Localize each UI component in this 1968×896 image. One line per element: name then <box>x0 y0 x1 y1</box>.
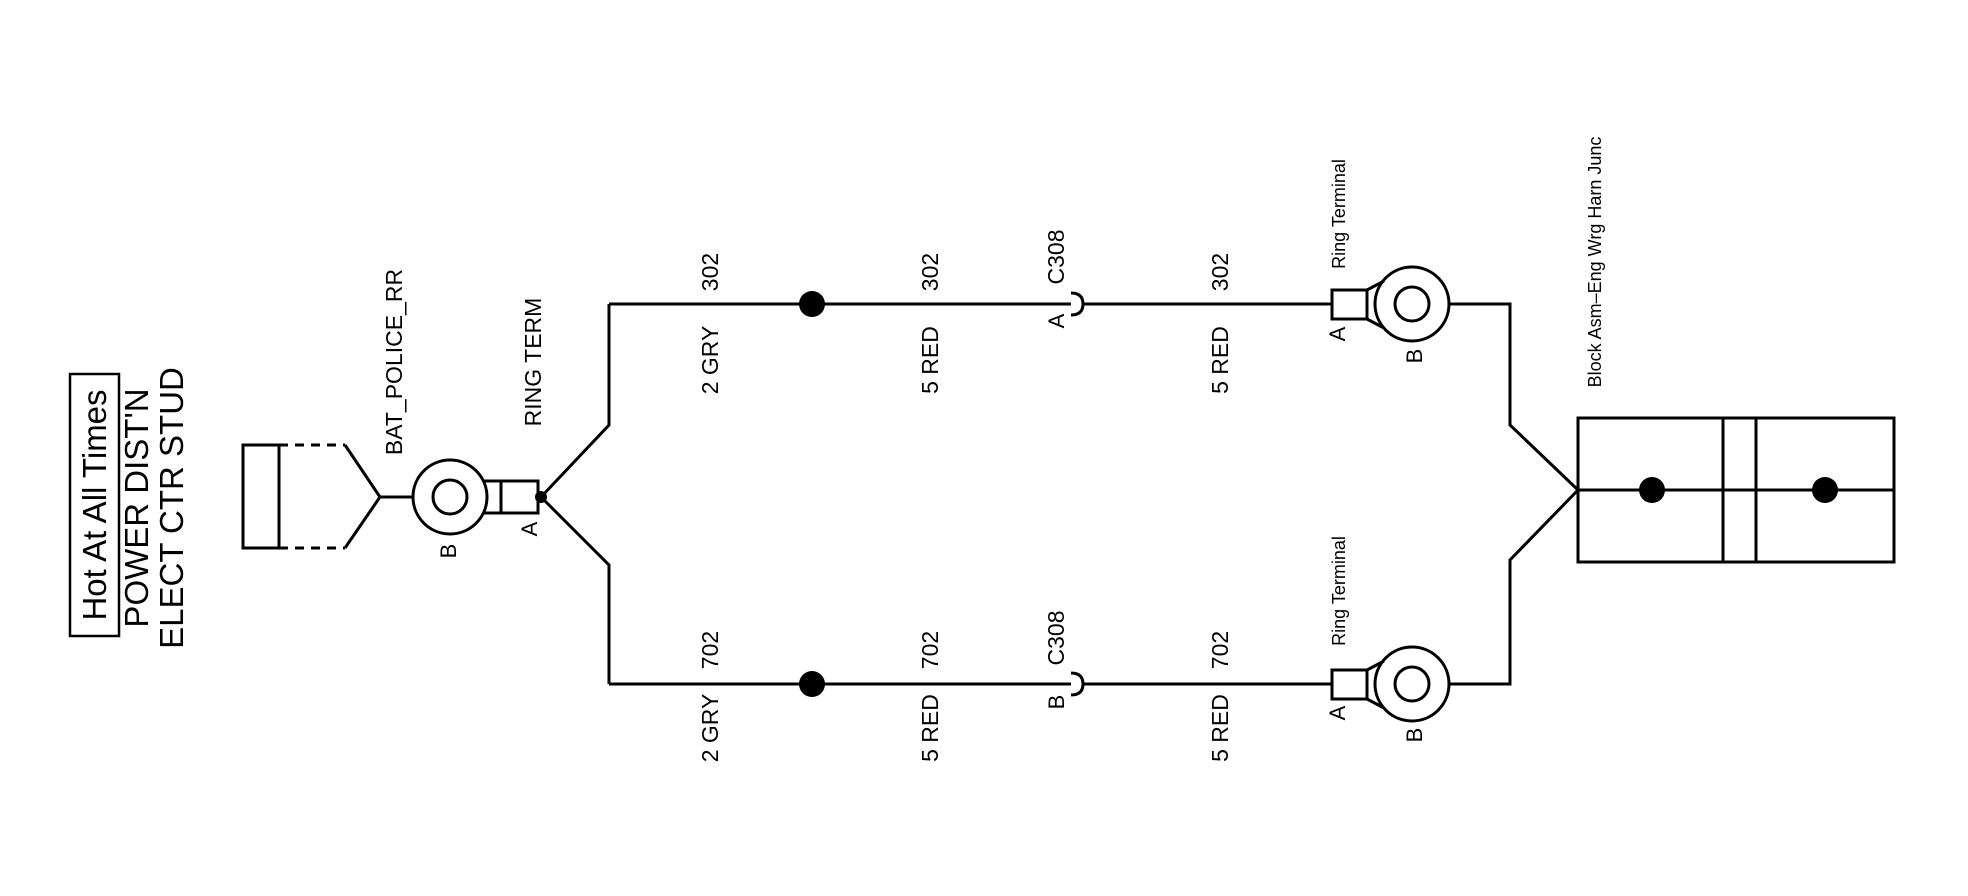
bat-ring-outer <box>411 458 489 536</box>
top-ring-crimp <box>1330 288 1369 321</box>
branch-wire-bottom <box>539 495 611 684</box>
junction-block-splice-right <box>1812 477 1838 503</box>
circuit-302-seg2-num: 302 <box>917 253 943 291</box>
top-ring-pin-b: B <box>1402 349 1427 364</box>
circuit-702-seg3-size: 5 RED <box>1207 694 1233 762</box>
power-stud-dashed-lead <box>279 443 345 550</box>
circuit-302-connector-c308 <box>1070 291 1085 317</box>
source-name-line2: ELECT CTR STUD <box>153 367 190 649</box>
hot-at-all-times-label: Hot At All Times <box>76 389 113 620</box>
circuit-302-connector-label: C308 <box>1043 230 1069 285</box>
junction-block: Block Asm–Eng Wrg Harn Junc <box>1576 137 1896 564</box>
top-ring-inner <box>1393 285 1431 323</box>
circuit-702-seg1-num: 702 <box>697 631 723 669</box>
bottom-ring-terminal: Ring Terminal A B <box>1325 536 1451 743</box>
bat-terminal-name: BAT_POLICE_RR <box>381 269 407 455</box>
bat-ring-term-label: RING TERM <box>520 298 546 427</box>
circuit-302: 2 GRY 302 5 RED 302 C308 A 5 RED 302 <box>609 230 1332 395</box>
circuit-702-splice <box>799 671 825 697</box>
bat-ring-pin-b: B <box>436 544 461 559</box>
circuit-302-seg3-size: 5 RED <box>1207 326 1233 394</box>
power-stud-component: BAT_POLICE_RR <box>241 269 413 550</box>
circuit-302-seg1-size: 2 GRY <box>697 326 723 395</box>
circuit-702-seg1-size: 2 GRY <box>697 694 723 763</box>
junction-lead-bottom <box>1449 488 1580 686</box>
top-ring-outer <box>1373 265 1451 343</box>
circuit-702-connector-label: C308 <box>1043 611 1069 666</box>
bottom-ring-crimp <box>1330 668 1369 701</box>
bat-ring-terminal: B A RING TERM <box>411 298 547 559</box>
hot-at-all-times-box <box>68 372 121 638</box>
bat-ring-pin-a: A <box>517 521 542 536</box>
circuit-302-splice <box>799 291 825 317</box>
source-labels: Hot At All Times POWER DIST'N ELECT CTR … <box>68 367 190 649</box>
bat-ring-inner <box>431 478 469 516</box>
junction-block-splice-left <box>1639 477 1665 503</box>
bottom-ring-outer <box>1373 645 1451 723</box>
power-stud-body <box>241 443 281 550</box>
circuit-702-seg2-size: 5 RED <box>917 694 943 762</box>
circuit-702-seg2-num: 702 <box>917 631 943 669</box>
circuit-302-seg1-num: 302 <box>697 253 723 291</box>
circuit-302-seg3-num: 302 <box>1207 253 1233 291</box>
power-stud-lead <box>343 444 382 549</box>
top-ring-label: Ring Terminal <box>1329 159 1349 269</box>
junction-lead-top <box>1449 302 1580 492</box>
bottom-ring-inner <box>1393 665 1431 703</box>
circuit-302-connector-pin: A <box>1044 313 1069 328</box>
circuit-702: 2 GRY 702 5 RED 702 C308 B 5 RED 702 <box>609 611 1332 763</box>
circuit-702-seg3-num: 702 <box>1207 631 1233 669</box>
circuit-702-connector-pin: B <box>1044 695 1069 710</box>
junction-block-label: Block Asm–Eng Wrg Harn Junc <box>1585 137 1605 388</box>
bat-ring-crimp <box>499 479 540 515</box>
top-ring-pin-a: A <box>1325 326 1350 341</box>
circuit-302-seg2-size: 5 RED <box>917 326 943 394</box>
bottom-ring-pin-a: A <box>1325 705 1350 720</box>
bottom-ring-label: Ring Terminal <box>1329 536 1349 646</box>
branch-wire-top <box>539 304 611 499</box>
top-ring-terminal: Ring Terminal A B <box>1325 159 1451 364</box>
bottom-ring-pin-b: B <box>1402 728 1427 743</box>
source-name-line1: POWER DIST'N <box>118 388 155 627</box>
circuit-702-connector-c308 <box>1070 671 1085 697</box>
